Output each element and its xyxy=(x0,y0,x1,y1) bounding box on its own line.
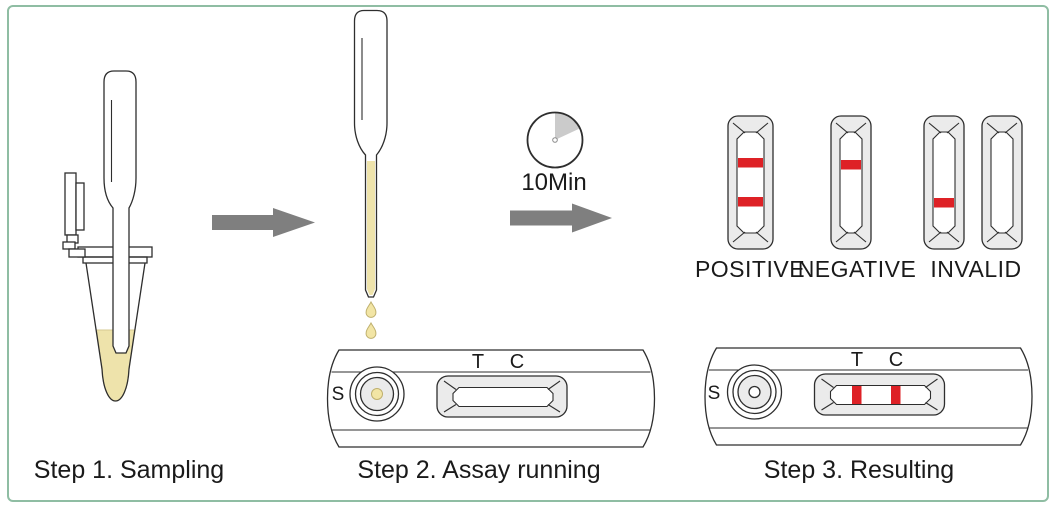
result-label-positive: POSITIVE xyxy=(694,256,806,282)
sample-tube-icon xyxy=(62,172,153,402)
step3-label: Step 3. Resulting xyxy=(763,456,955,484)
control-line-label: C xyxy=(509,351,525,373)
control-line-label: C xyxy=(888,349,904,371)
timer-label: 10Min xyxy=(521,169,587,196)
result-strip-positive xyxy=(727,115,774,250)
result-window-icon xyxy=(436,375,568,418)
result-window-icon xyxy=(813,373,946,416)
test-line-label: T xyxy=(850,349,864,371)
diagram-border xyxy=(7,5,1049,502)
arrow-right-icon xyxy=(212,208,315,237)
result-cassette-icon xyxy=(704,347,1033,446)
step1-label: Step 1. Sampling xyxy=(33,456,225,484)
timer-icon xyxy=(526,111,584,169)
sample-well-icon xyxy=(726,364,783,420)
result-strip-invalid-1 xyxy=(923,115,965,250)
assay-cassette-icon xyxy=(326,349,656,448)
result-strip-negative xyxy=(830,115,872,250)
test-line-label: T xyxy=(471,351,485,373)
droplet-icon xyxy=(365,300,377,318)
result-label-invalid: INVALID xyxy=(930,256,1022,282)
dropper-icon xyxy=(103,70,137,354)
dropper-dispensing-icon xyxy=(353,9,388,339)
droplet-icon xyxy=(365,321,377,339)
step2-label: Step 2. Assay running xyxy=(357,456,601,484)
sample-well-label: S xyxy=(331,384,345,405)
tube-cap-icon xyxy=(62,172,86,258)
sample-well-icon xyxy=(349,366,405,422)
sample-well-label: S xyxy=(707,383,721,404)
result-strip-invalid-2 xyxy=(981,115,1023,250)
arrow-right-icon xyxy=(510,203,612,233)
result-label-negative: NEGATIVE xyxy=(797,256,917,282)
